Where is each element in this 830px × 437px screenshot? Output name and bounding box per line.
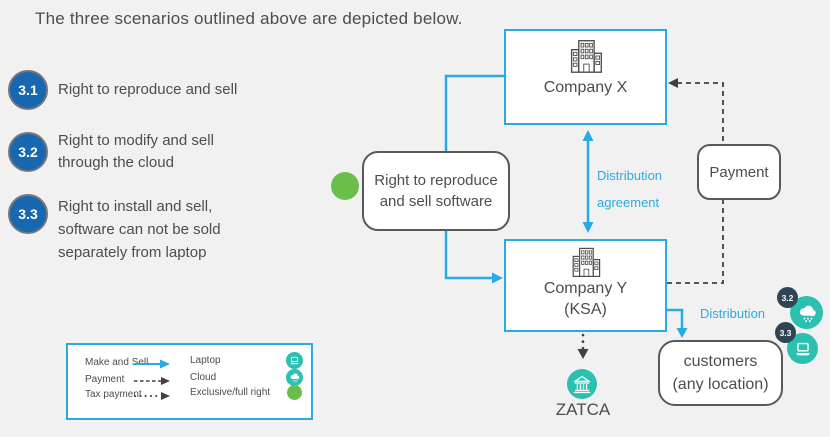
legend-make-and-sell-label: Make and Sell bbox=[85, 357, 149, 368]
company-x-label: Company X bbox=[543, 79, 628, 96]
building-icon bbox=[565, 38, 607, 74]
distribution-arrowhead bbox=[676, 328, 688, 338]
license-box: Right to reproduce and sell software bbox=[362, 151, 510, 231]
badge-3-2: 3.2 bbox=[777, 287, 798, 308]
scenario-text-3-1: Right to reproduce and sell bbox=[58, 81, 238, 98]
tax-payment-arrowhead bbox=[577, 349, 589, 359]
green-circle bbox=[287, 385, 302, 400]
customers-box: customers (any location) bbox=[658, 340, 783, 406]
distribution-arrow bbox=[667, 308, 684, 330]
arrowhead-up bbox=[582, 130, 594, 141]
scenario-badge-3-3: 3.3 bbox=[8, 194, 48, 234]
cloud-icon bbox=[286, 369, 303, 386]
solid-blue-arrow bbox=[134, 359, 170, 369]
cloud-icon bbox=[795, 301, 819, 325]
laptop-icon bbox=[286, 352, 303, 369]
company-y-sublabel: (KSA) bbox=[564, 301, 607, 318]
scenario-text-3-3: Right to install and sell, software can … bbox=[58, 198, 221, 261]
legend-exclusive-label: Exclusive/full right bbox=[190, 387, 271, 398]
scenario-text-3-2: Right to modify and sell through the clo… bbox=[58, 132, 214, 171]
scenario-badge-3-2: 3.2 bbox=[8, 132, 48, 172]
legend-laptop-label: Laptop bbox=[190, 355, 221, 366]
distribution-agreement-label: Distribution agreement bbox=[597, 168, 663, 210]
zatca-label: ZATCA bbox=[555, 400, 611, 419]
legend-box: Make and Sell Payment Tax payment Laptop… bbox=[66, 343, 313, 420]
legend-tax-payment-label: Tax payment bbox=[85, 389, 142, 400]
building-icon bbox=[567, 246, 605, 278]
company-y-label: Company Y bbox=[543, 280, 628, 297]
laptop-icon bbox=[792, 338, 814, 360]
badge-3-3: 3.3 bbox=[775, 322, 796, 343]
page-title: The three scenarios outlined above are d… bbox=[35, 9, 463, 28]
payment-arrowhead bbox=[668, 78, 678, 88]
make-and-sell-arrowhead bbox=[492, 272, 503, 284]
bank-icon bbox=[571, 373, 593, 395]
payment-box: Payment bbox=[697, 144, 781, 200]
scenario-badge-3-1: 3.1 bbox=[8, 70, 48, 110]
company-x-box: Company X bbox=[504, 29, 667, 125]
distribution-label: Distribution bbox=[700, 306, 766, 321]
legend-cloud-label: Cloud bbox=[190, 372, 217, 383]
arrowhead-down bbox=[582, 222, 594, 233]
exclusive-full-right-marker bbox=[331, 172, 359, 200]
legend-payment-label: Payment bbox=[85, 374, 125, 385]
company-y-box: Company Y (KSA) bbox=[504, 239, 667, 332]
dashed-arrow bbox=[134, 377, 170, 385]
zatca-circle bbox=[567, 369, 597, 399]
dotted-arrow bbox=[134, 392, 170, 400]
